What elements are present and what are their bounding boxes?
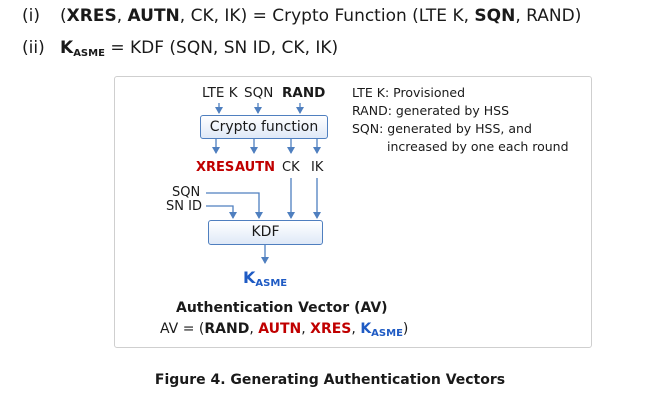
kdf-box: KDF [208, 220, 323, 245]
kdf-input-snid: SN ID [166, 199, 202, 214]
av-comma: , [249, 321, 259, 337]
equation-2: (ii) KASME = KDF (SQN, SN ID, CK, IK) [22, 38, 338, 59]
av-rand: RAND [204, 321, 250, 337]
input-ltek: LTE K [202, 85, 238, 101]
av-xres: XRES [310, 321, 352, 337]
av-comma: , [301, 321, 311, 337]
equation-text: = KDF (SQN, SN ID, CK, IK) [104, 38, 339, 58]
note-rand: RAND: generated by HSS [352, 103, 510, 118]
av-autn: AUTN [258, 321, 302, 337]
note-ltek: LTE K: Provisioned [352, 85, 466, 100]
figure-caption: Figure 4. Generating Authentication Vect… [154, 372, 506, 388]
output-ik: IK [311, 160, 324, 175]
kdf-input-sqn: SQN [172, 185, 201, 200]
input-sqn: SQN [244, 85, 274, 101]
arrow-sqn-kdf [206, 192, 263, 219]
kasme-k: K [60, 38, 74, 58]
equation-1: (i) (XRES, AUTN, CK, IK) = Crypto Functio… [22, 6, 581, 26]
output-xres: XRES [196, 160, 235, 175]
output-autn: AUTN [235, 160, 275, 175]
kasme-result: KASME [243, 268, 287, 289]
output-ck: CK [282, 160, 300, 175]
kasme-k: K [243, 268, 256, 287]
input-rand: RAND [282, 85, 326, 101]
xres-term: XRES [66, 6, 117, 26]
equation-text: , CK, IK) = Crypto Function (LTE K, [179, 6, 475, 26]
note-sqn-cont: increased by one each round [387, 139, 569, 154]
crypto-function-box: Crypto function [200, 115, 328, 139]
equation-number: (i) [22, 6, 40, 26]
diagram-panel [114, 76, 592, 348]
autn-term: AUTN [127, 6, 180, 26]
kasme-subscript: ASME [255, 278, 288, 289]
av-formula: AV = (RAND, AUTN, XRES, KASME) [160, 321, 408, 339]
equation-number: (ii) [22, 38, 45, 58]
paren: ( [60, 6, 67, 26]
equation-text-end: , RAND) [515, 6, 582, 26]
arrow-snid-kdf [206, 205, 237, 219]
kdf-label: KDF [251, 224, 280, 240]
av-kasme-subscript: ASME [371, 328, 403, 339]
av-kasme-k: K [360, 321, 372, 337]
kasme-subscript: ASME [73, 48, 105, 59]
av-prefix: AV = ( [160, 321, 205, 337]
av-end: ) [402, 321, 409, 337]
av-comma: , [351, 321, 361, 337]
note-sqn: SQN: generated by HSS, and [352, 121, 532, 136]
crypto-function-label: Crypto function [209, 119, 319, 135]
av-title: Authentication Vector (AV) [176, 300, 388, 316]
sqn-term: SQN [474, 6, 516, 26]
comma: , [116, 6, 128, 26]
